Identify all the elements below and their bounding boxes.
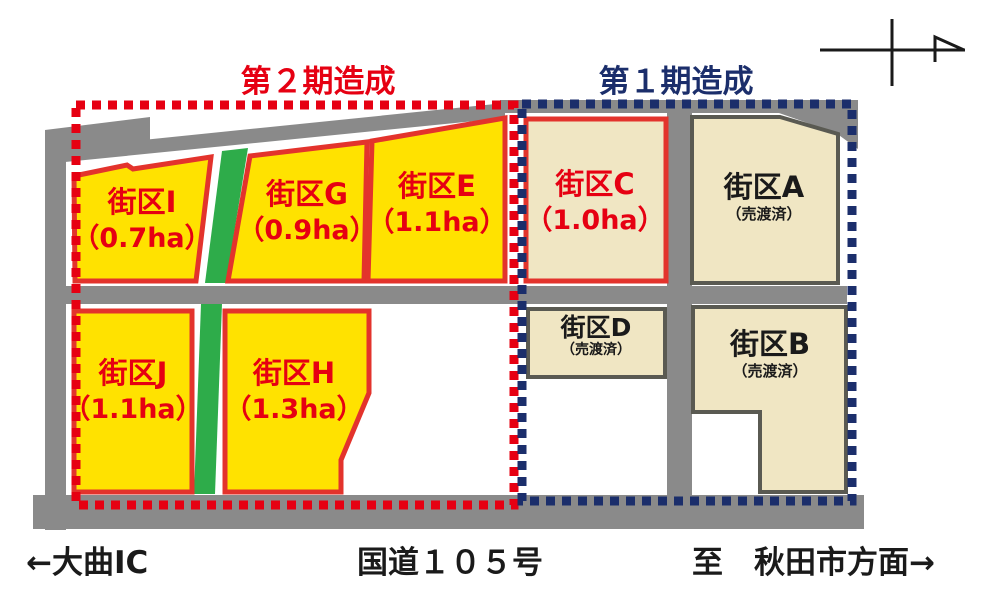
plot-D-shape (526, 307, 667, 379)
caption-route-105: 国道１０５号 (357, 545, 543, 581)
caption-to-akita: 至 秋田市方面→ (692, 545, 935, 581)
road-top-right (500, 100, 858, 149)
north-arrow-icon (820, 19, 965, 86)
plot-I-shape (71, 154, 214, 284)
plot-J-shape (71, 308, 195, 495)
plot-H-shape (222, 308, 372, 495)
road-top-slope (45, 103, 505, 164)
road-vertical-between-c-a (667, 110, 692, 495)
phase2-dotted-border (71, 100, 519, 510)
plot-C-shape (523, 116, 669, 284)
road-left (45, 130, 66, 530)
plot-G-shape (225, 139, 370, 284)
caption-omagari-ic: ←大曲IC (26, 545, 149, 581)
phase1-title: 第１期造成 (598, 64, 754, 100)
plot-B-shape (691, 305, 848, 494)
plot-E-shape (365, 115, 508, 284)
green-strip-lower (194, 304, 222, 494)
phase2-title: 第２期造成 (240, 64, 396, 100)
plot-A-shape (690, 115, 840, 285)
road-middle (66, 286, 847, 304)
phase1-dotted-border (517, 99, 857, 506)
green-strip-upper (205, 148, 248, 283)
